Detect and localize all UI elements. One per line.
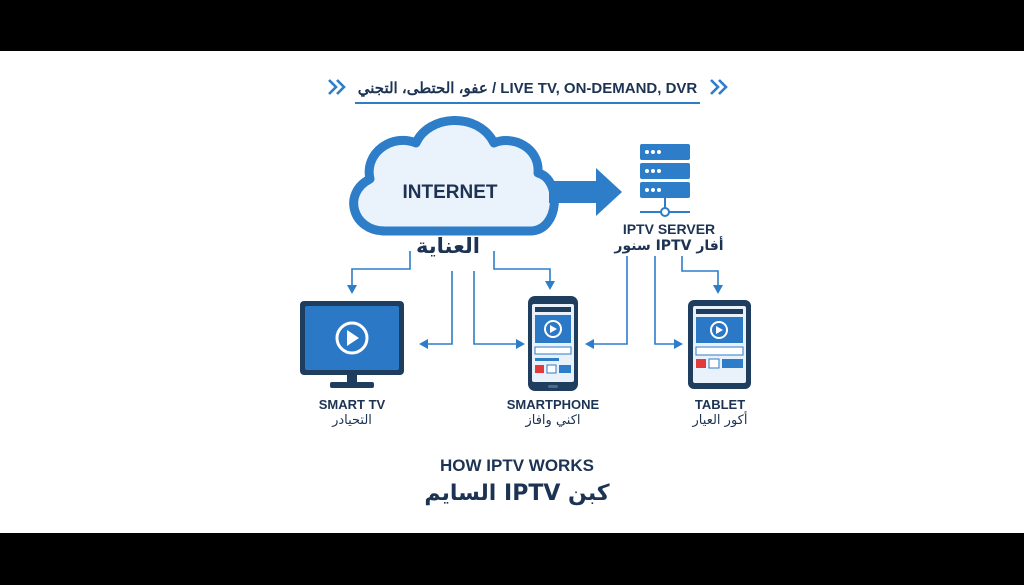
play-icon	[710, 321, 728, 339]
tablet-arabic-label: أكور العيار	[692, 413, 748, 428]
smart-tv-label: SMART TV	[318, 397, 386, 412]
cloud-icon	[349, 116, 559, 236]
connector-lines	[351, 251, 719, 345]
smartphone-label: SMARTPHONE	[506, 397, 600, 412]
header-title: عفو، الحتطى، التجني / LIVE TV, ON-DEMAND…	[357, 80, 698, 97]
tv-icon	[300, 301, 404, 388]
smartphone-icon	[528, 296, 578, 391]
diagram-graphics	[300, 116, 751, 391]
server-label: IPTV SERVER	[622, 221, 716, 237]
connector-arrowheads	[347, 281, 723, 349]
smart-tv-arabic-label: التحيادر	[332, 413, 372, 428]
chevron-right-icon	[710, 79, 728, 95]
smartphone-arabic-label: اكني وافاز	[525, 413, 581, 428]
tablet-icon	[688, 300, 751, 389]
play-icon	[335, 321, 369, 355]
header-underline	[355, 102, 700, 104]
footer-arabic-title: كبن IPTV السايم	[424, 481, 610, 506]
diagram-canvas: عفو، الحتطى، التجني / LIVE TV, ON-DEMAND…	[0, 51, 1024, 533]
internet-to-server-arrow	[549, 168, 622, 216]
server-arabic-label: أفار IPTV سنور	[614, 238, 724, 254]
footer-title: HOW IPTV WORKS	[440, 456, 594, 475]
internet-label: INTERNET	[402, 182, 498, 203]
internet-arabic-label: العناية	[415, 234, 480, 258]
tablet-label: TABLET	[694, 397, 746, 412]
chevron-right-icon	[328, 79, 346, 95]
server-icon	[640, 144, 690, 217]
play-icon	[544, 320, 562, 338]
